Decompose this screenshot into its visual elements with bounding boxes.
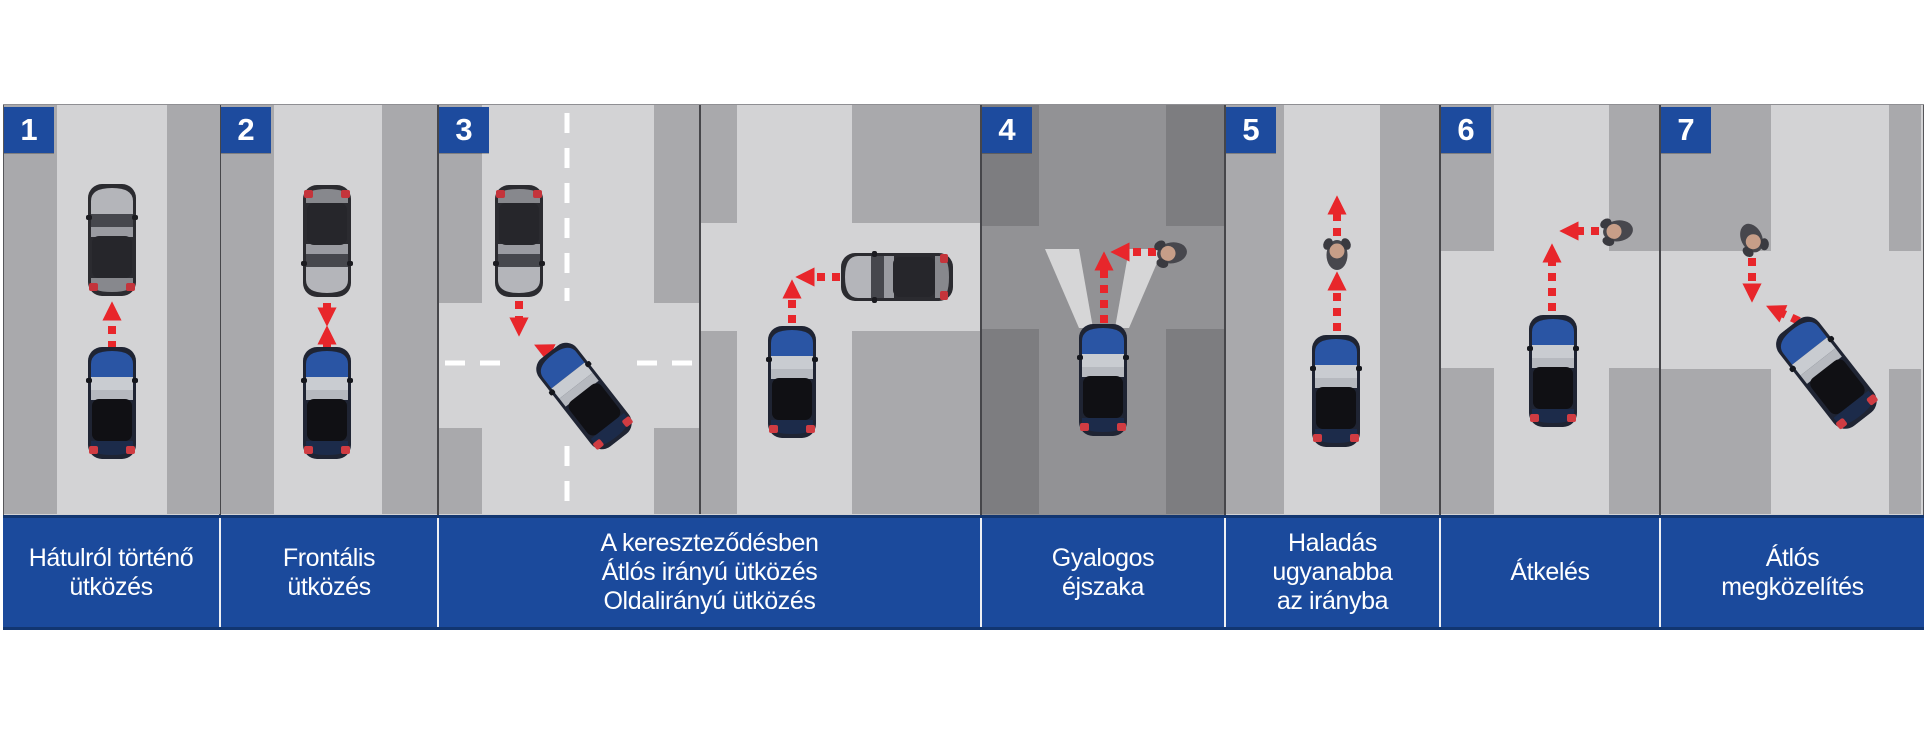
scene-intersection-collisions: 3 [439,105,982,515]
building-block [701,331,737,514]
blue-car [86,347,138,459]
scene-pedestrian-night: 4 [982,105,1226,515]
scene-rear-collision: 1 [3,105,221,515]
road-shoulder [167,105,220,514]
panel-caption: Átkelés [1441,518,1661,627]
scene-crossing: 6 [1441,105,1661,515]
blue-car [1310,335,1362,447]
blue-car [1077,324,1129,436]
panel-number-badge: 4 [982,107,1032,153]
caption-line: Átlós irányú ütközés [601,558,818,586]
panel-number-badge: 7 [1661,107,1711,153]
sub-scene-divider [699,105,701,514]
gray-suv [841,251,953,303]
panel-number: 3 [455,112,473,147]
caption-line: Haladás [1288,529,1377,557]
caption-line: Hátulról történő [28,543,194,572]
caption-line: Frontális [282,543,376,572]
panel-number-badge: 6 [1441,107,1491,153]
panel-number: 7 [1677,112,1695,147]
blue-car [301,347,353,459]
building-block [1889,369,1921,514]
pedestrian-icon [1151,235,1190,271]
panel-caption: A kereszteződésben Átlós irányú ütközés … [439,518,982,627]
panel-number-badge: 3 [439,107,489,153]
blue-car [1768,309,1885,437]
gray-car [301,185,353,297]
caption-line: A kereszteződésben [600,529,819,557]
scene-row: 1 2 [3,104,1924,515]
gray-car [86,184,138,296]
panel-caption: Haladás ugyanabba az irányba [1226,518,1441,627]
movement-arrow [1766,305,1801,325]
building-block [982,329,1039,514]
headlight-beam [1045,249,1093,328]
scene-same-direction: 5 [1226,105,1441,515]
panel-caption: Hátulról történő ütközés [3,518,221,627]
building-block [701,105,737,223]
scene-frontal-collision: 2 [221,105,439,515]
road-shoulder [1380,105,1439,514]
pedestrian-icon [1321,236,1353,270]
panel-caption: Gyalogos éjszaka [982,518,1226,627]
building-block [654,428,700,514]
building-block [1166,105,1224,226]
gray-car [493,185,545,297]
panel-caption: Átlós megközelítés [1661,518,1924,627]
caption-line: Átlós [1765,543,1820,572]
building-block [1441,368,1494,514]
building-block [654,105,700,303]
headlight-beam [1115,249,1163,328]
panel-number-badge: 5 [1226,107,1276,153]
caption-line: Oldalirányú ütközés [603,587,816,615]
panel-number-badge: 1 [4,107,54,153]
caption-row: Hátulról történő ütközés Frontális ütköz… [3,515,1924,630]
scene-diagonal-approach: 7 [1661,105,1924,515]
caption-line: éjszaka [1062,572,1144,601]
scenario-strip: 1 2 [3,104,1924,630]
caption-line: ütközés [69,572,153,601]
blue-car [766,326,818,438]
road-shoulder [1226,105,1284,514]
panel-caption: Frontális ütközés [221,518,439,627]
building-block [1609,368,1659,514]
panel-number: 2 [237,112,255,147]
panel-number-badge: 2 [221,107,271,153]
panel-number: 5 [1242,112,1260,147]
building-block [439,428,482,514]
building-block [852,331,980,514]
caption-line: az irányba [1276,587,1389,615]
building-block [852,105,980,223]
road-shoulder [382,105,437,514]
building-block [1889,105,1921,251]
building-block [1661,369,1771,514]
road-shoulder [4,105,57,514]
caption-line: megközelítés [1721,572,1864,601]
panel-number: 1 [20,112,38,147]
panel-number: 4 [998,112,1016,147]
road-shoulder [221,105,274,514]
caption-line: Átkelés [1510,558,1590,586]
building-block [1166,329,1224,514]
panel-number: 6 [1457,112,1475,147]
caption-line: ugyanabba [1272,558,1393,586]
caption-line: ütközés [287,572,371,601]
caption-line: Gyalogos [1051,543,1155,572]
blue-car [1527,315,1579,427]
